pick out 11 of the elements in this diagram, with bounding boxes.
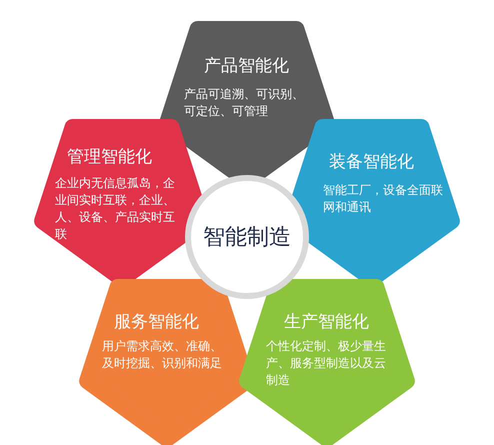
pentagon-heading: 装备智能化 xyxy=(329,151,414,173)
pentagon-description: 产品可追溯、可识别、可定位、可管理 xyxy=(184,86,305,120)
pentagon-description: 个性化定制、极少量生产、服务型制造以及云制造 xyxy=(266,338,387,389)
pentagon-description: 用户需求高效、准确、及时挖掘、识别和满足 xyxy=(102,338,223,372)
pentagon-description: 智能工厂，设备全面联网和通讯 xyxy=(323,182,444,216)
center-title: 智能制造 xyxy=(203,224,291,252)
pentagon-heading: 产品智能化 xyxy=(204,55,289,77)
pentagon-heading: 生产智能化 xyxy=(284,311,369,333)
pentagon-heading: 服务智能化 xyxy=(114,311,199,333)
pentagon-description: 企业内无信息孤岛，企业间实时互联，企业、人、设备、产品实时互联 xyxy=(55,175,176,243)
pentagon-heading: 管理智能化 xyxy=(67,146,152,168)
